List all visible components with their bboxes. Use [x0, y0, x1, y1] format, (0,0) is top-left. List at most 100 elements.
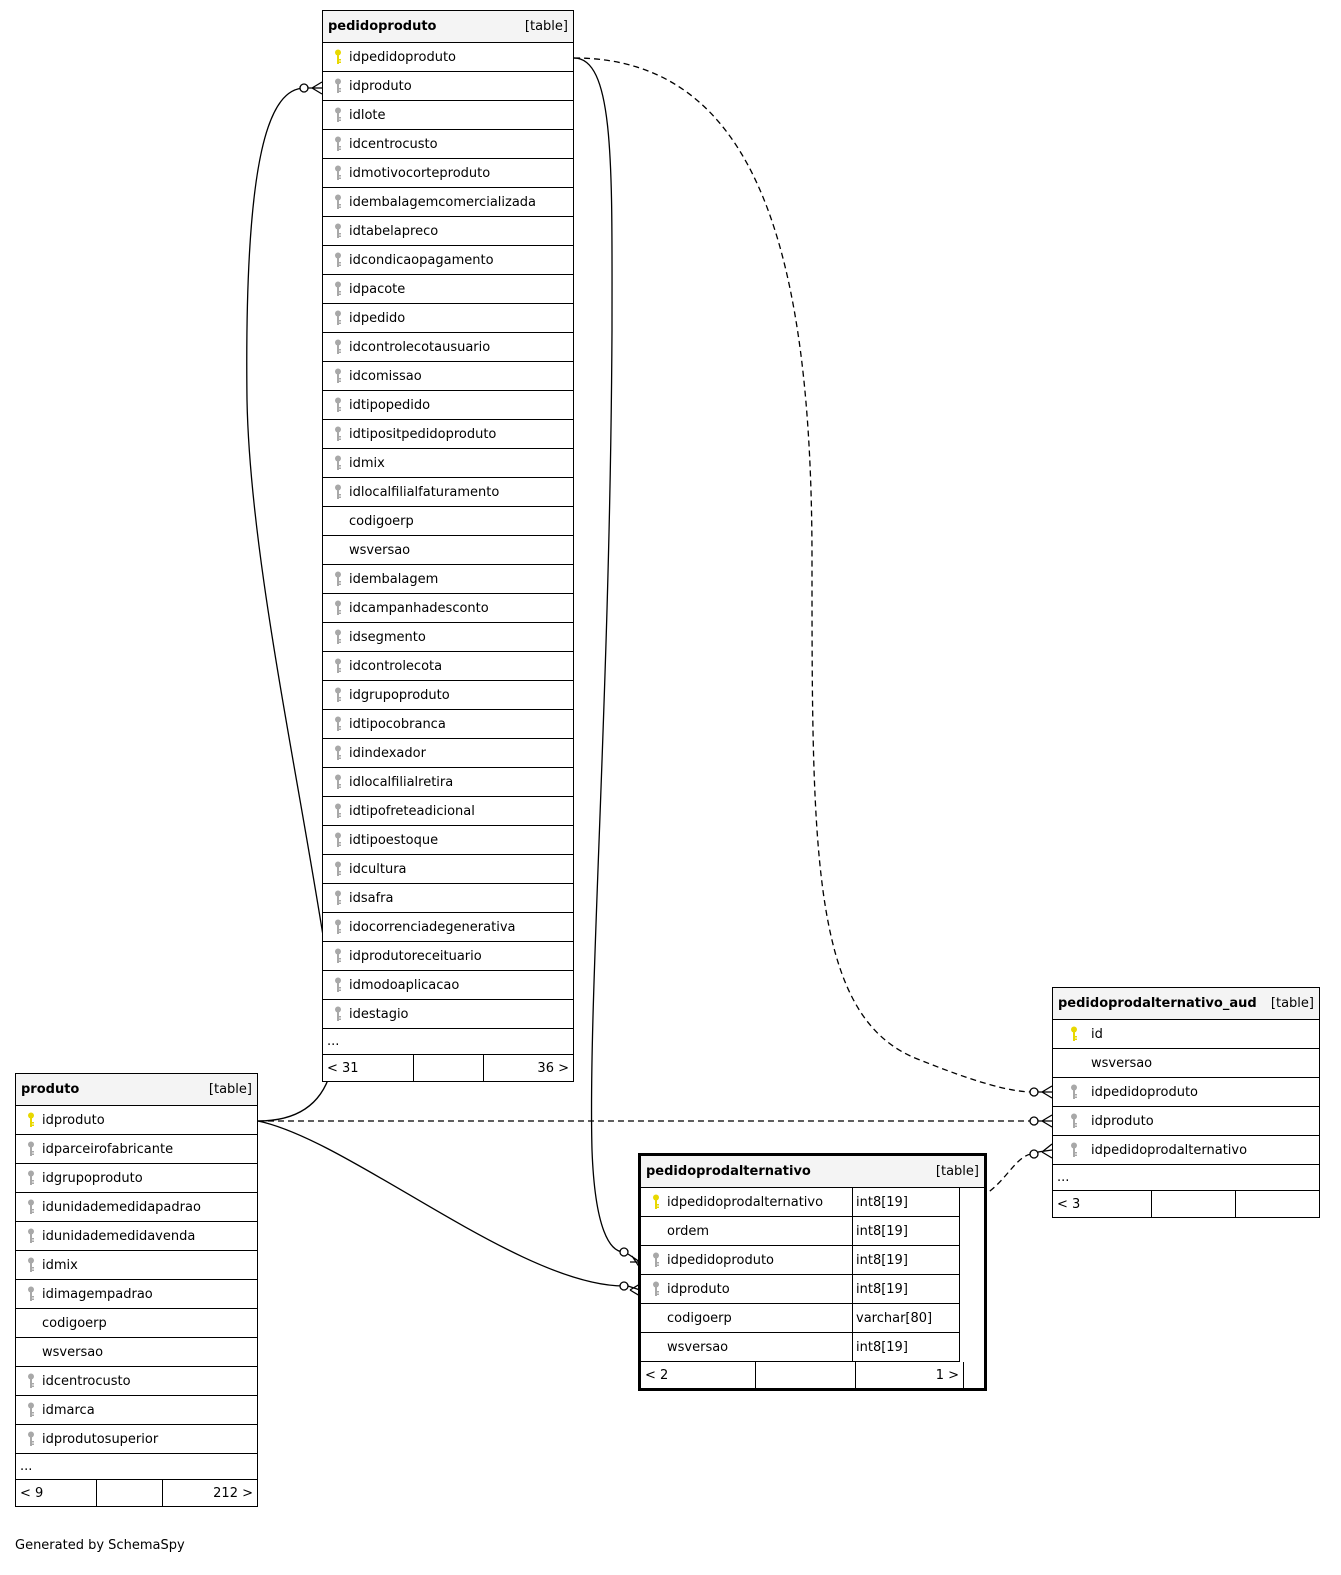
column-row[interactable]: idocorrenciadegenerativa [323, 913, 573, 942]
edge-pedidoproduto-pedidoprodalternativo [573, 57, 625, 1253]
column-row[interactable]: idmotivocorteproduto [323, 159, 573, 188]
column-row[interactable]: idtipofreteadicional [323, 797, 573, 826]
column-row[interactable]: idcomissao [323, 362, 573, 391]
column-row[interactable]: idsafra [323, 884, 573, 913]
table-name: pedidoprodalternativo [646, 1164, 811, 1179]
column-row[interactable]: idcentrocusto [323, 130, 573, 159]
crowfoot-marker-alt-idpedidoproduto [619, 1247, 641, 1269]
column-name: idcontrolecota [349, 658, 443, 674]
column-row[interactable]: wsversao [1053, 1049, 1319, 1078]
child-count[interactable]: 1 > [855, 1362, 963, 1388]
column-row[interactable]: idcentrocusto [16, 1367, 257, 1396]
column-name: idproduto [667, 1281, 730, 1297]
column-row[interactable]: idtipoestoque [323, 826, 573, 855]
column-name: idcultura [349, 861, 407, 877]
column-row[interactable]: idmodoaplicacao [323, 971, 573, 1000]
column-row[interactable]: idlote [323, 101, 573, 130]
column-row[interactable]: idpedido [323, 304, 573, 333]
child-count[interactable]: 36 > [483, 1055, 573, 1081]
column-name: idmix [42, 1257, 78, 1273]
column-row[interactable]: idgrupoproduto [16, 1164, 257, 1193]
more-columns-ellipsis: ... [323, 1029, 573, 1055]
column-row[interactable]: idembalagem [323, 565, 573, 594]
column-name: codigoerp [42, 1315, 107, 1331]
column-name: idindexador [349, 745, 426, 761]
column-type: int8[19] [852, 1333, 908, 1361]
column-row[interactable]: id [1053, 1020, 1319, 1049]
footer-spacer [413, 1055, 483, 1081]
generated-by-credit[interactable]: Generated by SchemaSpy [15, 1538, 185, 1553]
column-row[interactable]: idproduto [323, 72, 573, 101]
foreign-key-icon [329, 252, 347, 268]
parent-count[interactable]: < 31 [327, 1060, 359, 1076]
column-name: idunidademedidavenda [42, 1228, 196, 1244]
column-row[interactable]: idpedidoprodalternativo [1053, 1136, 1319, 1165]
crowfoot-marker-alt-idproduto [619, 1281, 641, 1297]
table-header: pedidoprodalternativo_aud [table] [1053, 988, 1319, 1020]
column-row[interactable]: idcultura [323, 855, 573, 884]
column-row[interactable]: idtipopedido [323, 391, 573, 420]
column-name: idprodutosuperior [42, 1431, 159, 1447]
child-count[interactable]: 212 > [162, 1480, 257, 1506]
parent-count[interactable]: < 3 [1057, 1196, 1081, 1212]
column-row[interactable]: wsversao [323, 536, 573, 565]
column-row[interactable]: codigoerp [323, 507, 573, 536]
column-row[interactable]: wsversao [16, 1338, 257, 1367]
column-name: idpedidoprodalternativo [667, 1194, 824, 1210]
parent-count[interactable]: < 2 [645, 1367, 669, 1383]
column-row[interactable]: idlocalfilialretira [323, 768, 573, 797]
column-row[interactable]: idindexador [323, 739, 573, 768]
column-row[interactable]: idtipositpedidoproduto [323, 420, 573, 449]
column-row[interactable]: idembalagemcomercializada [323, 188, 573, 217]
column-name: idparceirofabricante [42, 1141, 174, 1157]
column-row[interactable]: idsegmento [323, 623, 573, 652]
column-row[interactable]: codigoerp [16, 1309, 257, 1338]
table-footer: < 3 [1053, 1191, 1319, 1217]
column-name: codigoerp [667, 1310, 732, 1326]
column-row[interactable]: idproduto [1053, 1107, 1319, 1136]
foreign-key-icon [329, 687, 347, 703]
foreign-key-icon [329, 194, 347, 210]
column-row[interactable]: idestagio [323, 1000, 573, 1029]
column-row[interactable]: idgrupoproduto [323, 681, 573, 710]
column-row[interactable]: idcampanhadesconto [323, 594, 573, 623]
column-row[interactable]: idcontrolecota [323, 652, 573, 681]
column-row[interactable]: idunidademedidavenda [16, 1222, 257, 1251]
column-row[interactable]: idtipocobranca [323, 710, 573, 739]
column-name: idestagio [349, 1006, 409, 1022]
column-row[interactable]: idprodutoreceituario [323, 942, 573, 971]
foreign-key-icon [22, 1402, 40, 1418]
column-name: idtipofreteadicional [349, 803, 475, 819]
column-row[interactable]: idcontrolecotausuario [323, 333, 573, 362]
parent-count[interactable]: < 9 [20, 1485, 44, 1501]
foreign-key-icon [329, 281, 347, 297]
column-row[interactable]: idcondicaopagamento [323, 246, 573, 275]
column-row[interactable]: idproduto [16, 1106, 257, 1135]
foreign-key-icon [22, 1228, 40, 1244]
column-row[interactable]: idparceirofabricante [16, 1135, 257, 1164]
column-row[interactable]: idprodutosuperior [16, 1425, 257, 1454]
child-count[interactable] [1235, 1191, 1319, 1217]
column-row[interactable]: idpedidoproduto [323, 43, 573, 72]
column-row[interactable]: idmix [16, 1251, 257, 1280]
column-row[interactable]: idunidademedidapadrao [16, 1193, 257, 1222]
column-row[interactable]: idmarca [16, 1396, 257, 1425]
table-pedidoprodalternativo[interactable]: pedidoprodalternativo [table] idpedidopr… [638, 1153, 987, 1391]
column-row[interactable]: idtabelapreco [323, 217, 573, 246]
column-row[interactable]: idmix [323, 449, 573, 478]
column-name: idmodoaplicacao [349, 977, 460, 993]
column-row[interactable]: idpedidoproduto [1053, 1078, 1319, 1107]
column-row[interactable]: idlocalfilialfaturamento [323, 478, 573, 507]
column-row[interactable]: idpacote [323, 275, 573, 304]
column-row[interactable]: idimagempadrao [16, 1280, 257, 1309]
